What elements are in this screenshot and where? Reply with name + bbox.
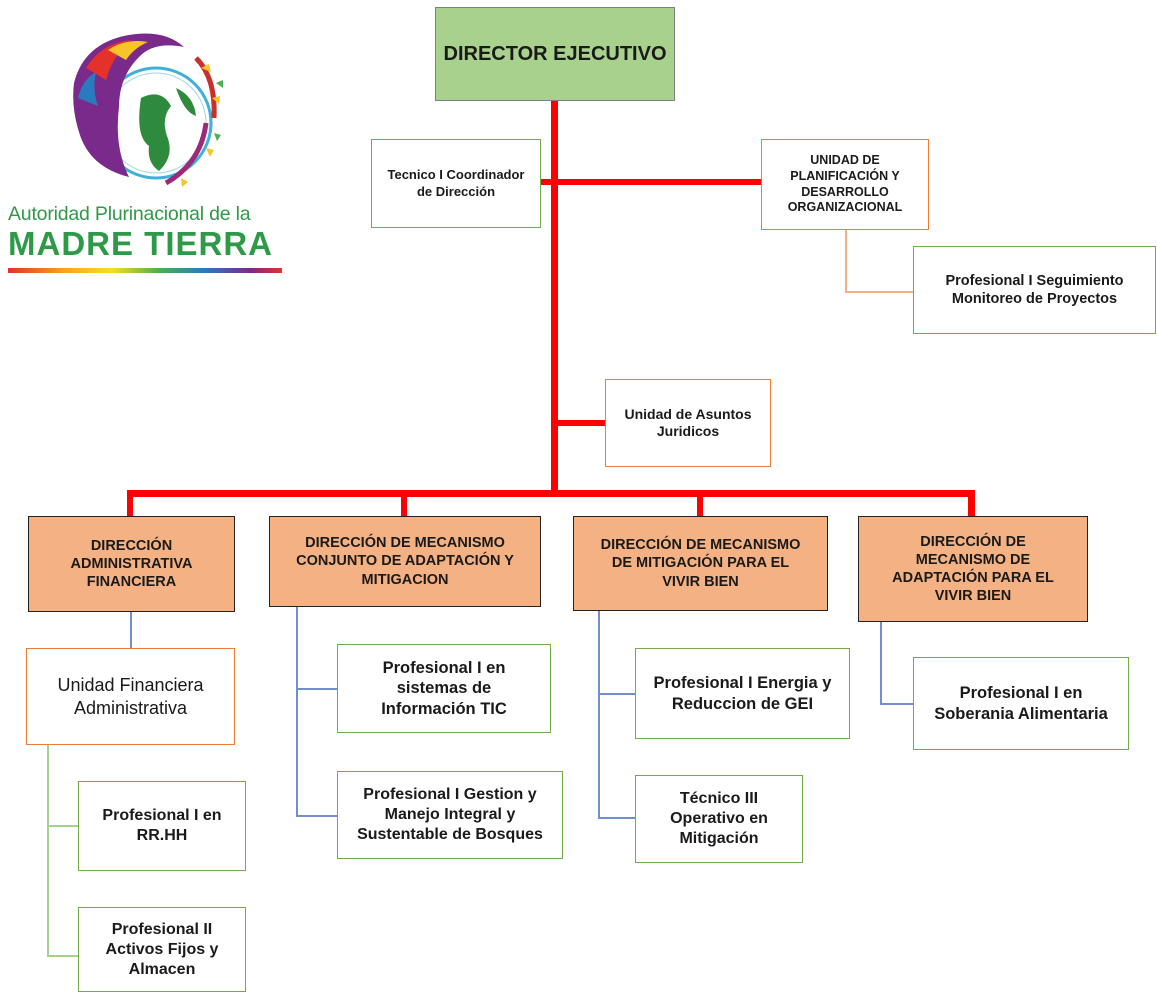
mitigacion-sub-connector-tecnico bbox=[598, 817, 636, 819]
asuntos-juridicos-box[interactable]: Unidad de Asuntos Juridicos bbox=[605, 379, 771, 467]
logo: Autoridad Plurinacional de la MADRE TIER… bbox=[8, 28, 288, 288]
juridicos-connector bbox=[555, 420, 606, 426]
main-trunk-connector bbox=[551, 100, 558, 493]
prof-rrhh-box[interactable]: Profesional I en RR.HH bbox=[78, 781, 246, 871]
drop-conjunto-connector bbox=[401, 490, 407, 517]
directions-bus-connector bbox=[127, 490, 975, 497]
dir-mitigacion-label: DIRECCIÓN DE MECANISMO DE MITIGACIÓN PAR… bbox=[600, 537, 801, 590]
logo-title: Autoridad Plurinacional de la bbox=[8, 203, 251, 225]
adaptacion-sub-connector-h bbox=[880, 703, 914, 705]
logo-subtitle: MADRE TIERRA bbox=[8, 225, 273, 262]
prof-soberania-label: Profesional I en Soberania Alimentaria bbox=[934, 683, 1108, 723]
planificacion-sub-connector-h bbox=[845, 291, 914, 293]
prof-energia-label: Profesional I Energia y Reduccion de GEI bbox=[653, 673, 832, 713]
drop-adaptacion-connector bbox=[968, 490, 975, 517]
mitigacion-sub-connector-v bbox=[598, 611, 600, 819]
tecnico-coordinador-box[interactable]: Tecnico I Coordinador de Dirección bbox=[371, 139, 541, 228]
prof-energia-box[interactable]: Profesional I Energia y Reduccion de GEI bbox=[635, 648, 850, 739]
prof-bosques-box[interactable]: Profesional I Gestion y Manejo Integral … bbox=[337, 771, 563, 859]
prof-activos-label: Profesional II Activos Fijos y Almacen bbox=[105, 920, 219, 978]
planificacion-sub-connector-v bbox=[845, 229, 847, 292]
director-ejecutivo-box[interactable]: DIRECTOR EJECUTIVO bbox=[435, 7, 675, 101]
conjunto-sub-connector-v bbox=[296, 607, 298, 817]
dir-adaptacion-box[interactable]: DIRECCIÓN DE MECANISMO DE ADAPTACIÓN PAR… bbox=[858, 516, 1088, 622]
adaptacion-sub-connector-v bbox=[880, 622, 882, 705]
prof-soberania-box[interactable]: Profesional I en Soberania Alimentaria bbox=[913, 657, 1129, 750]
director-ejecutivo-label: DIRECTOR EJECUTIVO bbox=[443, 42, 667, 65]
staff-connector-right bbox=[555, 179, 762, 185]
prof-seguimiento-box[interactable]: Profesional I Seguimiento Monitoreo de P… bbox=[913, 246, 1156, 334]
financiera-sub-connector-activos bbox=[47, 955, 79, 957]
prof-tic-box[interactable]: Profesional I en sistemas de Información… bbox=[337, 644, 551, 733]
unidad-financiera-box[interactable]: Unidad Financiera Administrativa bbox=[26, 648, 235, 745]
drop-mitigacion-connector bbox=[697, 490, 703, 517]
mitigacion-sub-connector-energia bbox=[598, 693, 636, 695]
tecnico-mitigacion-label: Técnico III Operativo en Mitigación bbox=[670, 790, 768, 847]
conjunto-sub-connector-tic bbox=[296, 688, 338, 690]
logo-stripe bbox=[8, 268, 282, 273]
dir-adaptacion-label: DIRECCIÓN DE MECANISMO DE ADAPTACIÓN PAR… bbox=[892, 533, 1054, 605]
prof-bosques-label: Profesional I Gestion y Manejo Integral … bbox=[357, 786, 543, 843]
unidad-planificacion-box[interactable]: UNIDAD DE PLANIFICACIÓN Y DESARROLLO ORG… bbox=[761, 139, 929, 230]
admin-to-unidad-connector bbox=[130, 612, 132, 649]
dir-admin-financiera-box[interactable]: DIRECCIÓN ADMINISTRATIVA FINANCIERA bbox=[28, 516, 235, 612]
unidad-planificacion-label: UNIDAD DE PLANIFICACIÓN Y DESARROLLO ORG… bbox=[787, 153, 903, 215]
dir-conjunto-label: DIRECCIÓN DE MECANISMO CONJUNTO DE ADAPT… bbox=[296, 535, 514, 588]
financiera-sub-connector-v bbox=[47, 745, 49, 957]
madre-tierra-emblem-icon bbox=[73, 33, 223, 187]
conjunto-sub-connector-bosques bbox=[296, 815, 338, 817]
prof-seguimiento-label: Profesional I Seguimiento Monitoreo de P… bbox=[945, 272, 1124, 307]
drop-admin-connector bbox=[127, 490, 133, 517]
financiera-sub-connector-rrhh bbox=[47, 825, 79, 827]
staff-connector-left bbox=[540, 179, 555, 185]
prof-tic-label: Profesional I en sistemas de Información… bbox=[381, 658, 507, 718]
tecnico-coordinador-label: Tecnico I Coordinador de Dirección bbox=[387, 167, 525, 199]
dir-mitigacion-box[interactable]: DIRECCIÓN DE MECANISMO DE MITIGACIÓN PAR… bbox=[573, 516, 828, 611]
tecnico-mitigacion-box[interactable]: Técnico III Operativo en Mitigación bbox=[635, 775, 803, 863]
unidad-financiera-label: Unidad Financiera Administrativa bbox=[57, 675, 204, 718]
dir-admin-financiera-label: DIRECCIÓN ADMINISTRATIVA FINANCIERA bbox=[70, 537, 193, 591]
prof-activos-box[interactable]: Profesional II Activos Fijos y Almacen bbox=[78, 907, 246, 992]
asuntos-juridicos-label: Unidad de Asuntos Juridicos bbox=[624, 405, 752, 440]
prof-rrhh-label: Profesional I en RR.HH bbox=[102, 807, 222, 844]
dir-conjunto-box[interactable]: DIRECCIÓN DE MECANISMO CONJUNTO DE ADAPT… bbox=[269, 516, 541, 607]
